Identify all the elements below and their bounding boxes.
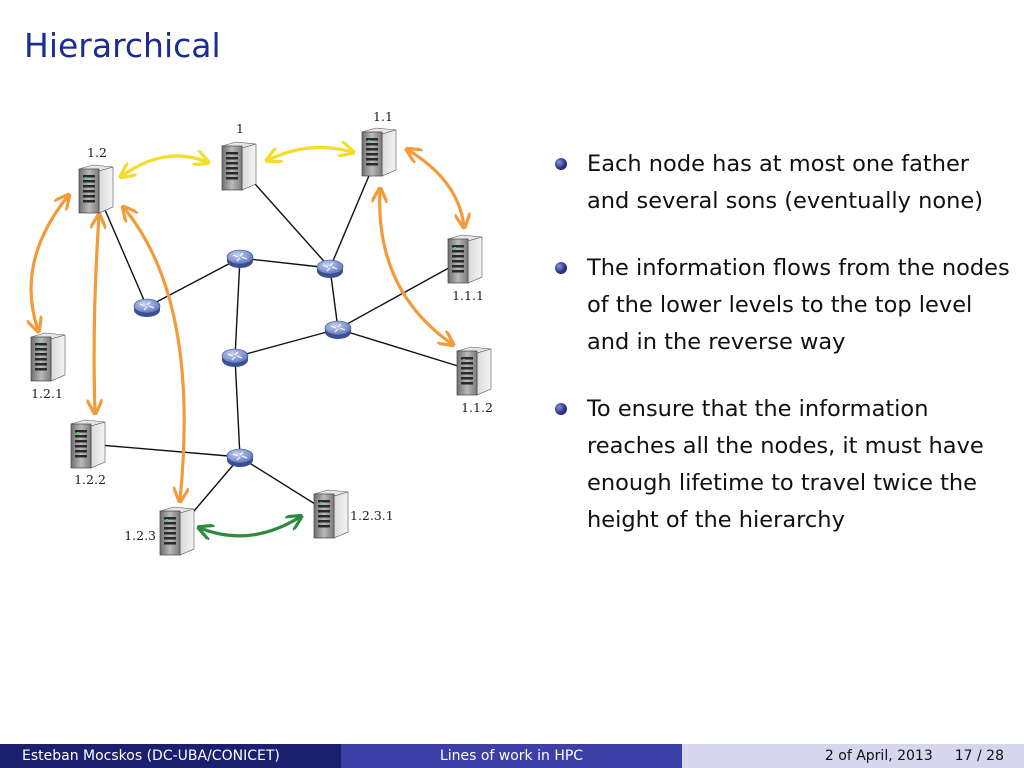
exchange-arrow-1.2-1.2.1 — [31, 196, 68, 330]
exchange-arrow-1-1.1 — [268, 148, 352, 161]
network-link — [146, 257, 241, 308]
server-label: 1.2.3 — [124, 528, 156, 543]
footer-page-number: 17 / 28 — [954, 748, 1004, 764]
bullet-icon — [555, 262, 567, 274]
exchange-arrow-1-1.2 — [122, 156, 207, 176]
server-label: 1 — [236, 121, 244, 136]
bullet-text: The information flows from the nodes of … — [587, 255, 1010, 355]
server-icon — [30, 332, 66, 382]
routers — [133, 249, 352, 467]
router-icon — [316, 259, 344, 278]
server-label: 1.2.3.1 — [350, 508, 394, 523]
bullet-item: Each node has at most one father and sev… — [555, 146, 1015, 220]
footer-author: Esteban Mocskos (DC-UBA/CONICET) — [0, 744, 341, 768]
bullet-text: Each node has at most one father and sev… — [587, 151, 984, 214]
exchange-arrows — [31, 148, 464, 536]
bullet-item: The information flows from the nodes of … — [555, 250, 1015, 361]
router-icon — [133, 298, 161, 317]
footer-right: 2 of April, 2013 17 / 28 — [682, 744, 1024, 768]
network-link — [337, 328, 475, 372]
exchange-arrow-1.2-1.2.2 — [94, 216, 99, 412]
network-link — [337, 258, 466, 330]
server-label: 1.2.1 — [31, 386, 63, 401]
bullet-text: To ensure that the information reaches a… — [587, 396, 984, 533]
bullet-icon — [555, 403, 567, 415]
server-label: 1.1.1 — [452, 288, 484, 303]
footer-date: 2 of April, 2013 — [824, 748, 933, 764]
exchange-arrow-1.1-1.1.1 — [408, 150, 464, 226]
router-icon — [226, 448, 254, 467]
bullet-icon — [555, 158, 567, 170]
exchange-arrow-1.2-1.2.3 — [124, 208, 184, 500]
servers: 1 1.1 1.2 1.1.1 1.1.2 1.2.1 1.2.2 1.2.3 1.2.3.1 — [30, 109, 493, 556]
server-icon — [159, 506, 195, 556]
router-icon — [226, 249, 254, 268]
server-icon — [221, 141, 257, 191]
server-icon — [456, 346, 492, 396]
server-icon — [447, 234, 483, 284]
network-links — [87, 151, 475, 532]
footer-talk-title: Lines of work in HPC — [341, 744, 682, 768]
network-link — [234, 257, 241, 358]
router-icon — [324, 320, 352, 339]
network-link — [239, 257, 331, 269]
network-diagram: 1 1.1 1.2 1.1.1 1.1.2 1.2.1 1.2.2 1.2.3 1.2.3.1 — [0, 109, 493, 556]
server-icon — [313, 489, 349, 539]
server-icon — [361, 127, 397, 177]
server-icon — [78, 164, 114, 214]
network-link — [234, 328, 339, 358]
network-link — [234, 356, 241, 458]
exchange-arrow-1.2.3-1.2.3.1 — [200, 517, 300, 536]
bullet-item: To ensure that the information reaches a… — [555, 391, 1015, 539]
server-icon — [70, 419, 106, 469]
slide-title: Hierarchical — [24, 26, 221, 65]
network-link — [87, 443, 241, 458]
server-label: 1.2 — [87, 145, 107, 160]
server-label: 1.1 — [373, 109, 393, 124]
network-link — [329, 267, 339, 330]
footer-bar: Esteban Mocskos (DC-UBA/CONICET) Lines o… — [0, 744, 1024, 768]
server-label: 1.2.2 — [74, 472, 106, 487]
bullet-list: Each node has at most one father and sev… — [555, 146, 1015, 569]
exchange-arrow-1.1-1.1.2 — [380, 190, 452, 344]
router-icon — [221, 348, 249, 367]
server-label: 1.1.2 — [461, 400, 493, 415]
